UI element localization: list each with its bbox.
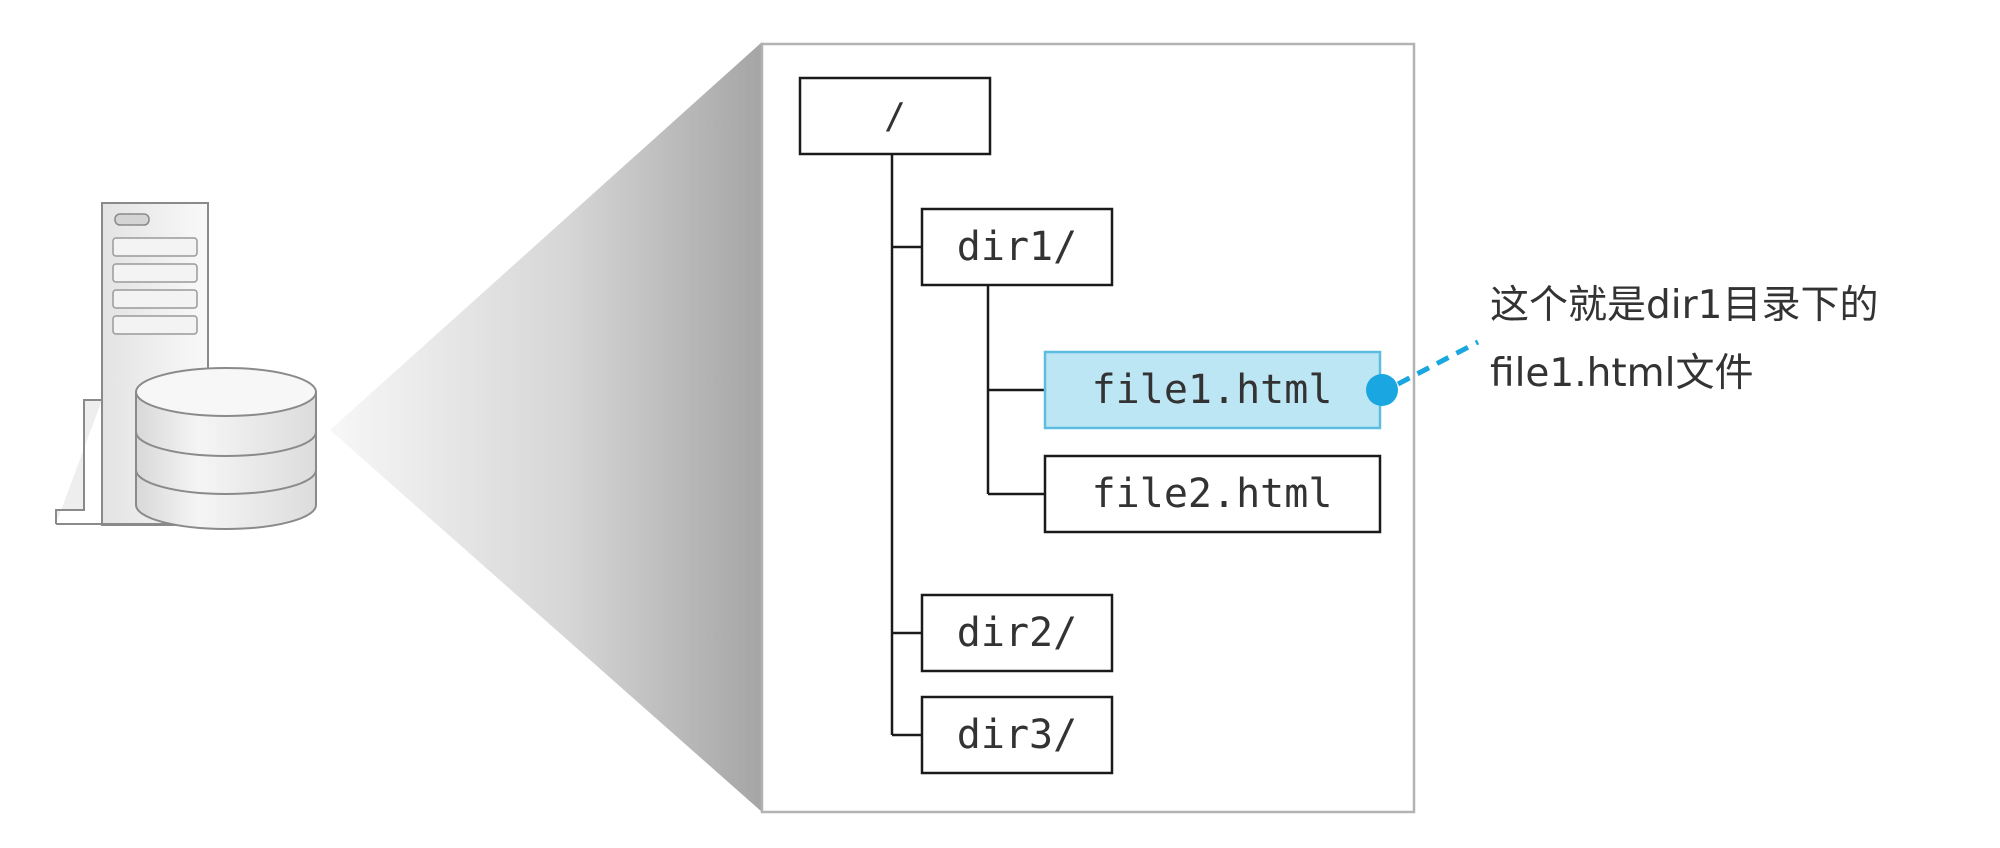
tree-node-file2-label: file2.html [1092,471,1333,517]
tree-node-dir2-label: dir2/ [957,610,1077,656]
tree-node-dir3-label: dir3/ [957,712,1077,758]
callout-leader-line [1396,339,1480,387]
tree-node-dir1[interactable]: dir1/ [920,207,1114,287]
tree-node-dir1-label: dir1/ [957,224,1077,270]
tree-connectors [890,154,1045,737]
callout-text-line1: 这个就是dir1目录下的 [1490,283,1878,328]
callout-text-line2: file1.html文件 [1490,351,1753,396]
tree-node-root[interactable]: / [798,76,992,156]
tree-node-dir3[interactable]: dir3/ [920,695,1114,775]
tree-node-file1-highlighted[interactable]: file1.html [1043,350,1382,430]
database-icon [135,367,317,530]
tree-node-file2[interactable]: file2.html [1043,454,1382,534]
tree-node-root-label: / [884,96,906,137]
server-icon [55,202,209,526]
zoom-cone [330,42,762,812]
tree-node-file1-label: file1.html [1092,367,1333,413]
callout-marker-dot [1366,374,1398,406]
tree-node-dir2[interactable]: dir2/ [920,593,1114,673]
